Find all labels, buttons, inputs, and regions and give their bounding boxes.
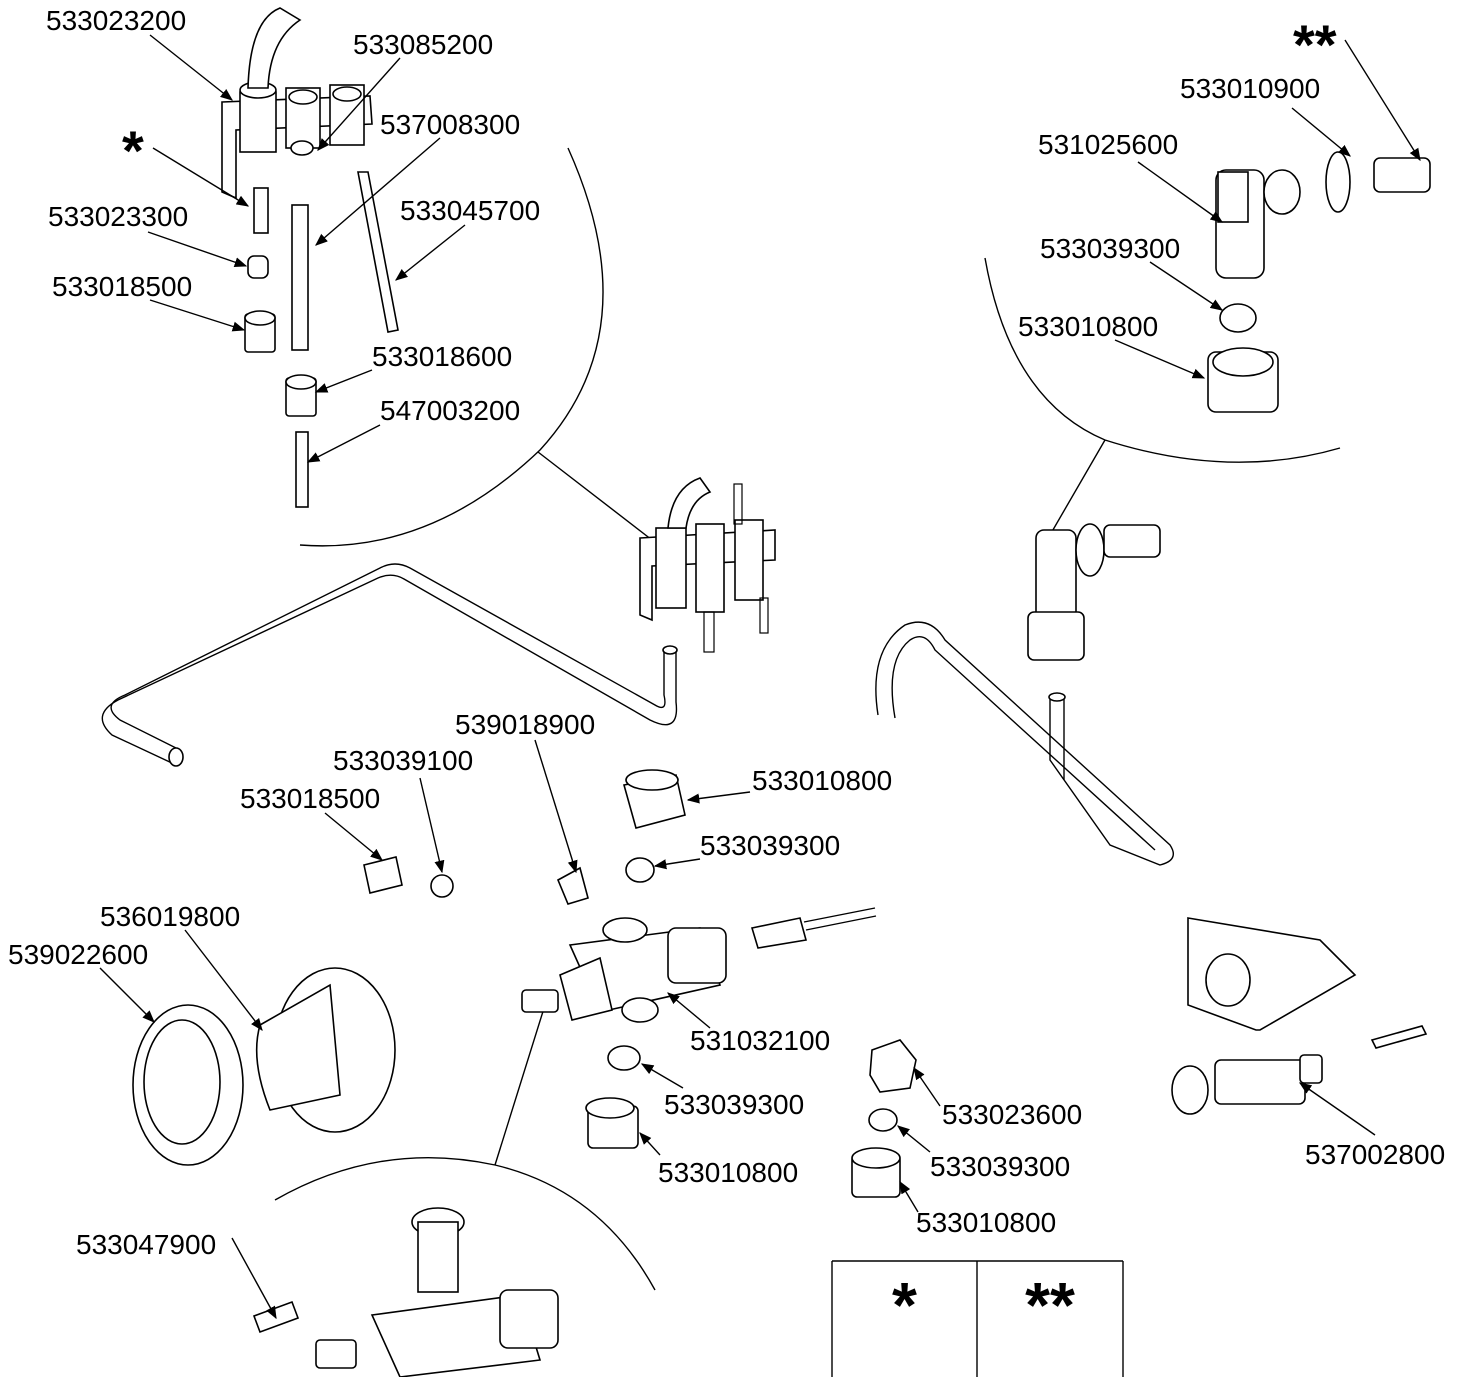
right-tube bbox=[875, 621, 1174, 866]
part-label: 537002800 bbox=[1305, 1139, 1445, 1170]
part-labels: 533023200 533085200 537008300 533045700 … bbox=[8, 5, 1445, 1260]
legend-table bbox=[831, 1260, 1124, 1377]
part-label: 533010800 bbox=[1018, 311, 1158, 342]
part-label: 533023600 bbox=[942, 1099, 1082, 1130]
valve-body bbox=[521, 907, 877, 1023]
part-label: 533039300 bbox=[664, 1089, 804, 1120]
part-label: 533039300 bbox=[700, 830, 840, 861]
part-label: 533010800 bbox=[658, 1157, 798, 1188]
detail-arc-pilot bbox=[299, 147, 604, 547]
part-label: 533039300 bbox=[1040, 233, 1180, 264]
elbow-detail bbox=[1207, 151, 1431, 413]
bottom-valve-detail bbox=[252, 1207, 559, 1378]
part-label: 539018900 bbox=[455, 709, 595, 740]
part-label: 533018600 bbox=[372, 341, 512, 372]
part-label: 531025600 bbox=[1038, 129, 1178, 160]
part-label: 533023200 bbox=[46, 5, 186, 36]
long-tube bbox=[101, 563, 678, 767]
leader-lines bbox=[99, 34, 1421, 1320]
detail-arc-valve bbox=[274, 1156, 656, 1291]
part-label: 536019800 bbox=[100, 901, 240, 932]
part-label: 537008300 bbox=[380, 109, 520, 140]
bezel-and-skirt bbox=[132, 967, 396, 1166]
pilot-assembly-detail bbox=[221, 7, 399, 508]
part-label: 531032100 bbox=[690, 1025, 830, 1056]
part-label: 547003200 bbox=[380, 395, 520, 426]
single-star-marker: * bbox=[122, 119, 144, 182]
assembled-pilot bbox=[639, 477, 776, 653]
bracket-and-thermocouple bbox=[1171, 917, 1428, 1115]
legend-cell-single: * bbox=[892, 1269, 917, 1341]
part-label: 533039100 bbox=[333, 745, 473, 776]
part-label: 539022600 bbox=[8, 939, 148, 970]
detail-leader-elbow bbox=[1049, 439, 1106, 536]
part-label: 533085200 bbox=[353, 29, 493, 60]
part-label: 533010800 bbox=[916, 1207, 1056, 1238]
part-label: 533039300 bbox=[930, 1151, 1070, 1182]
mid-parts bbox=[363, 769, 686, 905]
legend-cell-double: ** bbox=[1025, 1269, 1075, 1341]
part-label: 533010800 bbox=[752, 765, 892, 796]
part-label: 533010900 bbox=[1180, 73, 1320, 104]
part-label: 533045700 bbox=[400, 195, 540, 226]
assembled-elbow bbox=[1027, 523, 1161, 661]
part-label: 533047900 bbox=[76, 1229, 216, 1260]
lower-parts bbox=[585, 1039, 917, 1198]
detail-leader-valve bbox=[494, 1004, 546, 1166]
detail-leader-pilot bbox=[537, 451, 666, 551]
part-label: 533018500 bbox=[240, 783, 380, 814]
part-label: 533023300 bbox=[48, 201, 188, 232]
double-star-marker: ** bbox=[1293, 13, 1337, 76]
part-label: 533018500 bbox=[52, 271, 192, 302]
